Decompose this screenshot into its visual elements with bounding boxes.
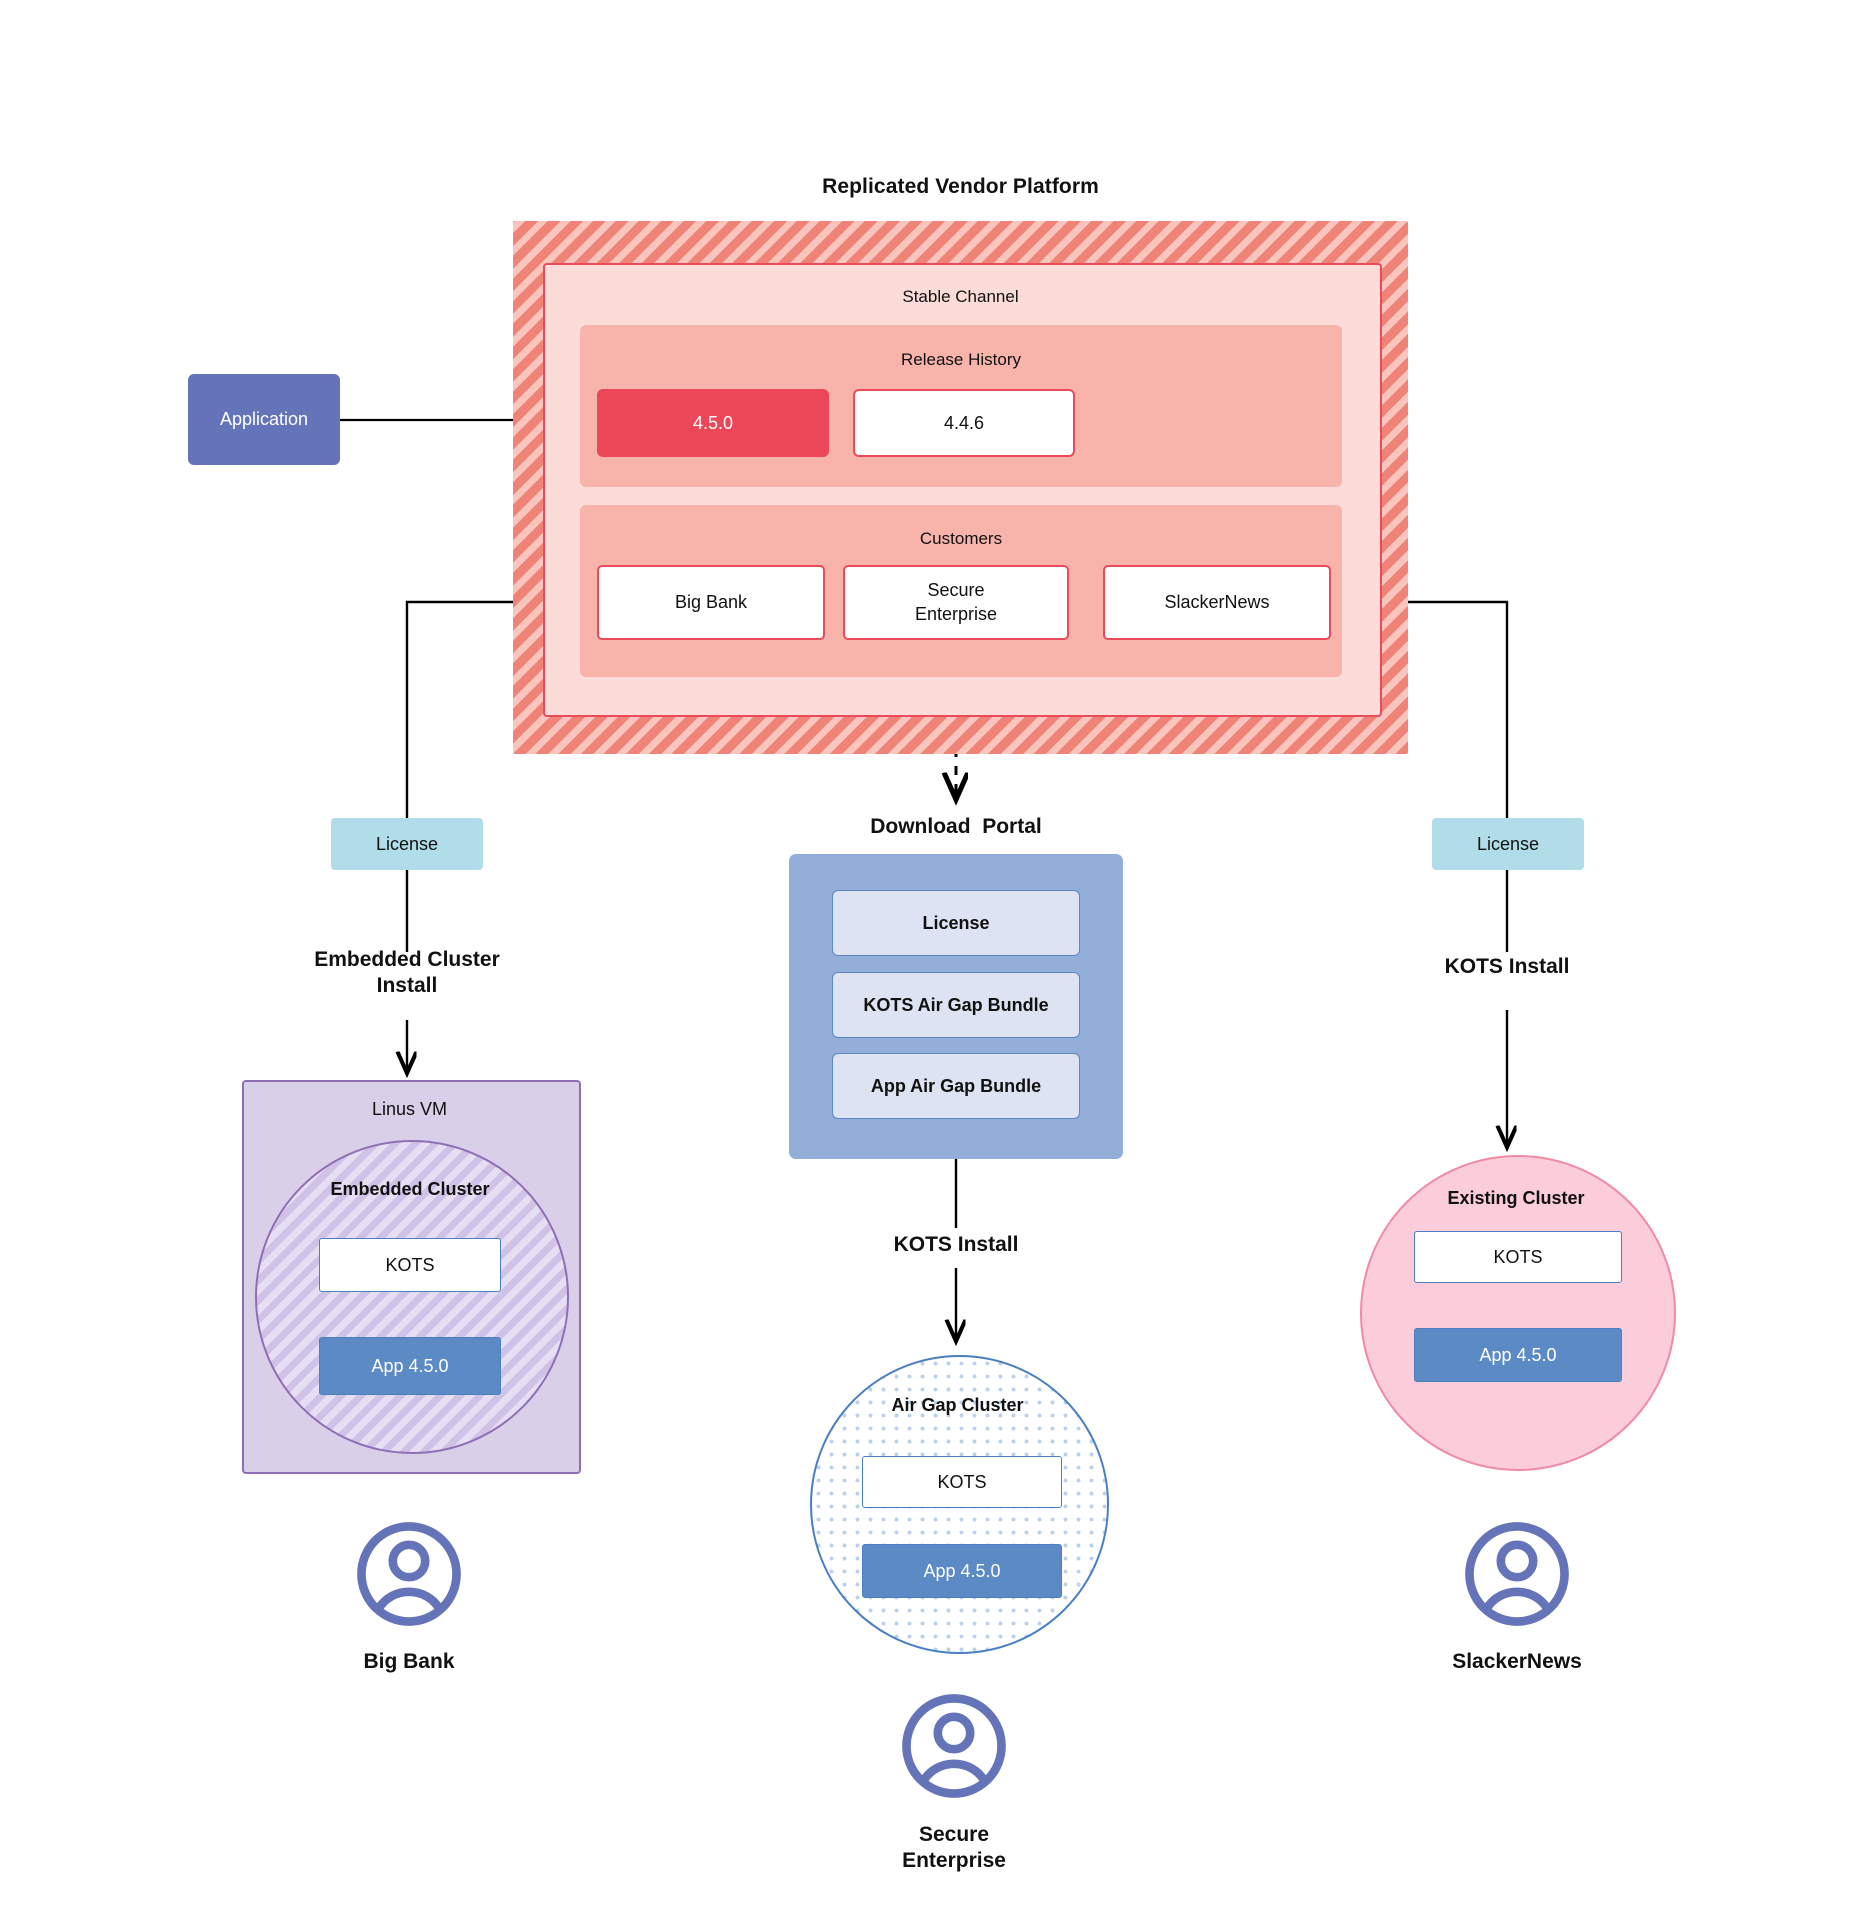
embedded-cluster-container [255,1140,569,1454]
end-user-label-slackernews: SlackerNews [1452,1649,1582,1673]
app-node-airgap[interactable]: App 4.5.0 [862,1544,1062,1598]
portal-item-app-air-gap-bundle[interactable]: App Air Gap Bundle [832,1053,1080,1119]
air-gap-cluster-label: Air Gap Cluster [891,1394,1024,1415]
install-label-left: Embedded Cluster Install [314,947,500,997]
kots-node-airgap[interactable]: KOTS [862,1456,1062,1508]
portal-item-kots-air-gap-bundle[interactable]: KOTS Air Gap Bundle [832,972,1080,1038]
install-label-center: KOTS Install [893,1232,1019,1256]
install-label-right: KOTS Install [1444,954,1570,978]
release-item-current[interactable]: 4.5.0 [597,389,829,457]
release-item-previous[interactable]: 4.4.6 [853,389,1075,457]
linux-vm-label: Linus VM [371,1098,448,1119]
license-chip-left[interactable]: License [331,818,483,870]
app-node-embedded[interactable]: App 4.5.0 [319,1337,501,1395]
kots-node-existing[interactable]: KOTS [1414,1231,1622,1283]
download-portal-title: Download Portal [870,814,1042,838]
license-chip-right[interactable]: License [1432,818,1584,870]
user-avatar-icon [900,1692,1008,1800]
app-node-existing[interactable]: App 4.5.0 [1414,1328,1622,1382]
user-avatar-icon [1463,1520,1571,1628]
user-avatar-icon [355,1520,463,1628]
customer-big-bank[interactable]: Big Bank [597,565,825,640]
end-user-label-secure-enterprise: Secure Enterprise [902,1822,1006,1872]
existing-cluster-container [1360,1155,1676,1471]
embedded-cluster-label: Embedded Cluster [330,1178,490,1199]
end-user-label-big-bank: Big Bank [363,1649,455,1673]
application-node[interactable]: Application [188,374,340,465]
page-title: Replicated Vendor Platform [822,175,1099,198]
customer-secure-enterprise[interactable]: Secure Enterprise [843,565,1069,640]
kots-node-embedded[interactable]: KOTS [319,1238,501,1292]
portal-item-license[interactable]: License [832,890,1080,956]
release-history-label: Release History [901,350,1021,369]
customers-label: Customers [919,529,1003,548]
customer-slackernews[interactable]: SlackerNews [1103,565,1331,640]
existing-cluster-label: Existing Cluster [1447,1187,1585,1208]
stable-channel-label: Stable Channel [902,287,1019,306]
